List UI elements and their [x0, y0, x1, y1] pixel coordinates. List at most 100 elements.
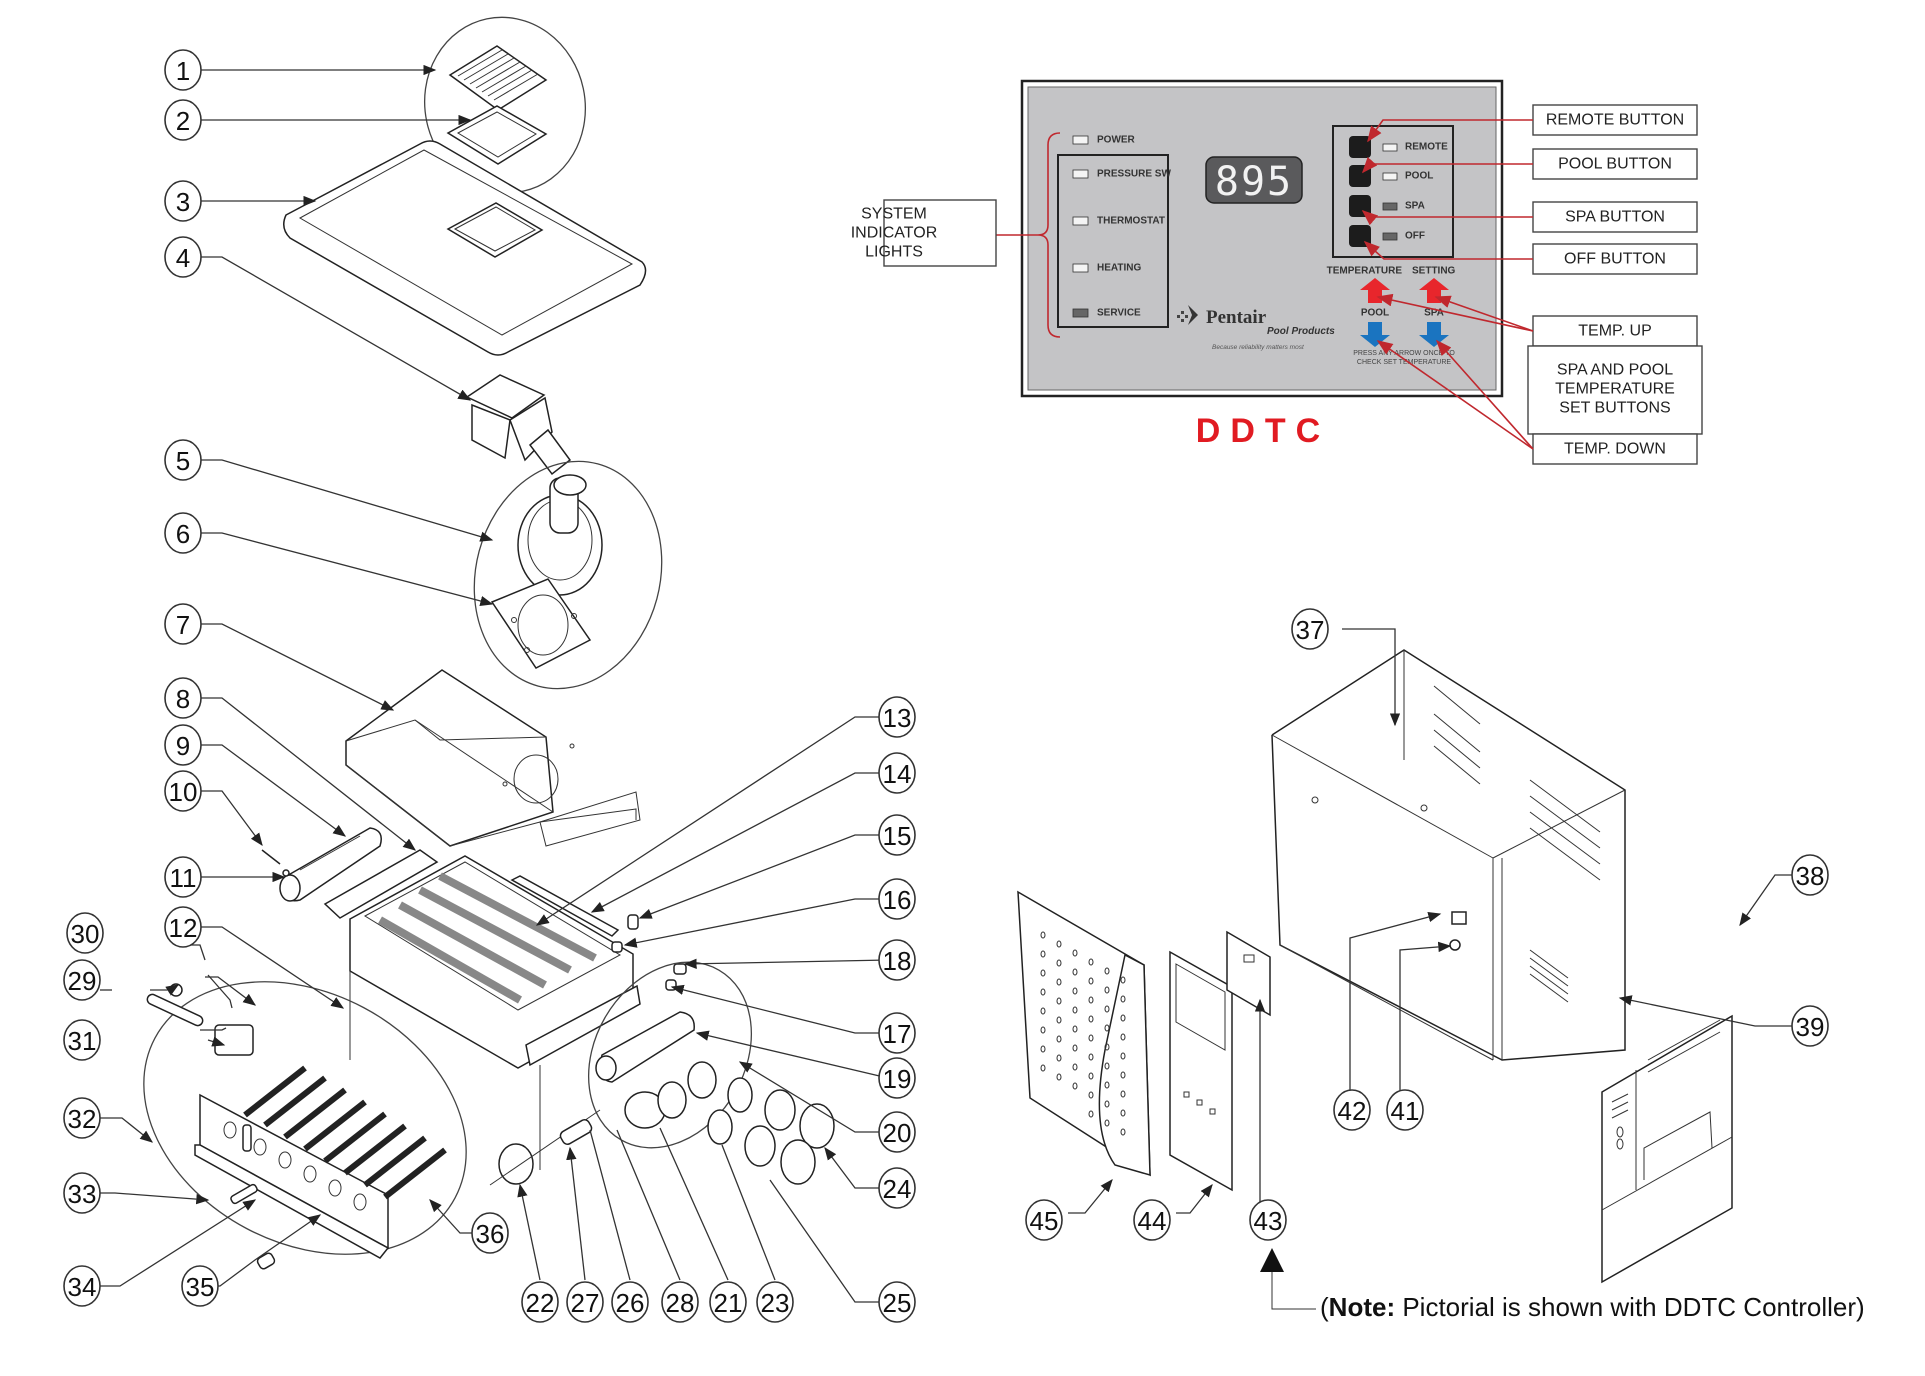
vent-hole [1040, 1064, 1046, 1072]
vent-gasket [446, 105, 548, 165]
temp-sensor-b [673, 963, 687, 975]
pool-temp-up-button[interactable] [1360, 278, 1390, 303]
callout-circle [164, 603, 202, 645]
note-pointer [1271, 1260, 1316, 1310]
callout-number: 1 [176, 56, 190, 86]
callout-5: 5 [164, 439, 202, 481]
flue-collector [345, 669, 641, 847]
vent-hole [1072, 1082, 1078, 1090]
callout-14: 14 [878, 752, 916, 794]
button-key[interactable] [1349, 165, 1371, 187]
vent-hole [1056, 1016, 1062, 1024]
callout-circle [1133, 1199, 1171, 1241]
cabinet-exploded-view [1017, 628, 1795, 1310]
vent-hole [1056, 1073, 1062, 1081]
vent-hole [1104, 1062, 1110, 1070]
callout-22: 22 [521, 1281, 559, 1323]
callout-35: 35 [181, 1265, 219, 1307]
spa-pool-set-line1: SPA AND POOL [1557, 362, 1673, 379]
callout-circle [1291, 608, 1329, 650]
callout-6: 6 [164, 512, 202, 554]
pressure-switch [627, 914, 639, 930]
callout-circle [164, 439, 202, 481]
indicator-label: PRESSURE SW [1097, 169, 1171, 180]
vent-hole [1088, 1091, 1094, 1099]
pentair-logo: Pentair Pool Products Because reliabilit… [1177, 305, 1335, 351]
callout-circle [164, 99, 202, 141]
spa-temp-up-button[interactable] [1419, 278, 1449, 303]
vent-hole [1104, 1043, 1110, 1051]
note-open-paren: ( [1320, 1292, 1329, 1322]
pentair-diamond-icon [1188, 305, 1198, 325]
button-key[interactable] [1349, 195, 1371, 217]
callout-number: 13 [883, 703, 912, 733]
callout-circle [63, 1172, 101, 1214]
arrow-up-icon [1419, 278, 1449, 303]
callout-circle [63, 1265, 101, 1307]
vent-grille [448, 45, 548, 111]
vent-hole [1040, 931, 1046, 939]
side-panel [1601, 1014, 1733, 1284]
callout-45: 45 [1025, 1199, 1063, 1241]
callout-number: 35 [186, 1272, 215, 1302]
indicator-box [1057, 154, 1169, 328]
system-label-line3: LIGHTS [865, 244, 923, 261]
callout-circle [471, 1212, 509, 1254]
callout-circle [181, 1265, 219, 1307]
callout-15: 15 [878, 814, 916, 856]
callout-36: 36 [471, 1212, 509, 1254]
led-icon [1072, 308, 1089, 318]
leader-lines-left [100, 64, 889, 1303]
led-icon [1072, 216, 1089, 226]
callout-number: 11 [170, 863, 197, 893]
panel-annotation-labels: SYSTEM INDICATOR LIGHTS REMOTE BUTTON PO… [851, 104, 1703, 465]
callout-number: 17 [883, 1019, 912, 1049]
led-icon [1072, 169, 1089, 179]
vent-hole [1120, 1109, 1126, 1117]
callout-32: 32 [63, 1097, 101, 1139]
callout-11: 11 [164, 856, 202, 898]
union-tailpiece-a [764, 1089, 796, 1131]
manifold-gasket [323, 849, 439, 919]
vent-hole [1088, 1015, 1094, 1023]
callout-number: 33 [68, 1179, 97, 1209]
callout-number: 4 [176, 243, 190, 273]
vent-hole [1088, 1072, 1094, 1080]
temperature-display [1205, 156, 1303, 204]
callout-circle [878, 1012, 916, 1054]
callout-16: 16 [878, 878, 916, 920]
callout-34: 34 [63, 1265, 101, 1307]
note-bold-label: Note: [1328, 1292, 1396, 1322]
callout-circle [878, 1111, 916, 1153]
callout-circle [1791, 854, 1829, 896]
vent-hole [1056, 940, 1062, 948]
callout-1: 1 [164, 49, 202, 91]
callout-circle [878, 1057, 916, 1099]
remote-mode-button[interactable]: REMOTE [1349, 136, 1448, 158]
indicator-label: THERMOSTAT [1097, 216, 1165, 227]
callout-41: 41 [1386, 1089, 1424, 1131]
system-indicator-lights-box [883, 199, 997, 267]
callout-circle [878, 1167, 916, 1209]
arrow-up-icon [1360, 278, 1390, 303]
mode-label: OFF [1405, 231, 1425, 242]
callout-number: 38 [1796, 861, 1825, 891]
top-cover [283, 140, 647, 356]
temp-down-label: TEMP. DOWN [1564, 441, 1666, 458]
button-key[interactable] [1349, 136, 1371, 158]
vent-hole [1040, 1007, 1046, 1015]
vent-hole [1088, 958, 1094, 966]
callout-number: 28 [666, 1288, 695, 1318]
callout-circle [164, 906, 202, 948]
control-overlay [1226, 930, 1271, 1017]
vent-hole [1056, 997, 1062, 1005]
callout-24: 24 [878, 1167, 916, 1209]
callout-39: 39 [1791, 1005, 1829, 1047]
note-text: Pictorial is shown with DDTC Controller) [1395, 1292, 1865, 1322]
vent-hole [1056, 1035, 1062, 1043]
vent-hole [1088, 996, 1094, 1004]
callout-28: 28 [661, 1281, 699, 1323]
inlet-outlet-header [595, 1011, 717, 1129]
pool-label: POOL [1361, 308, 1389, 319]
